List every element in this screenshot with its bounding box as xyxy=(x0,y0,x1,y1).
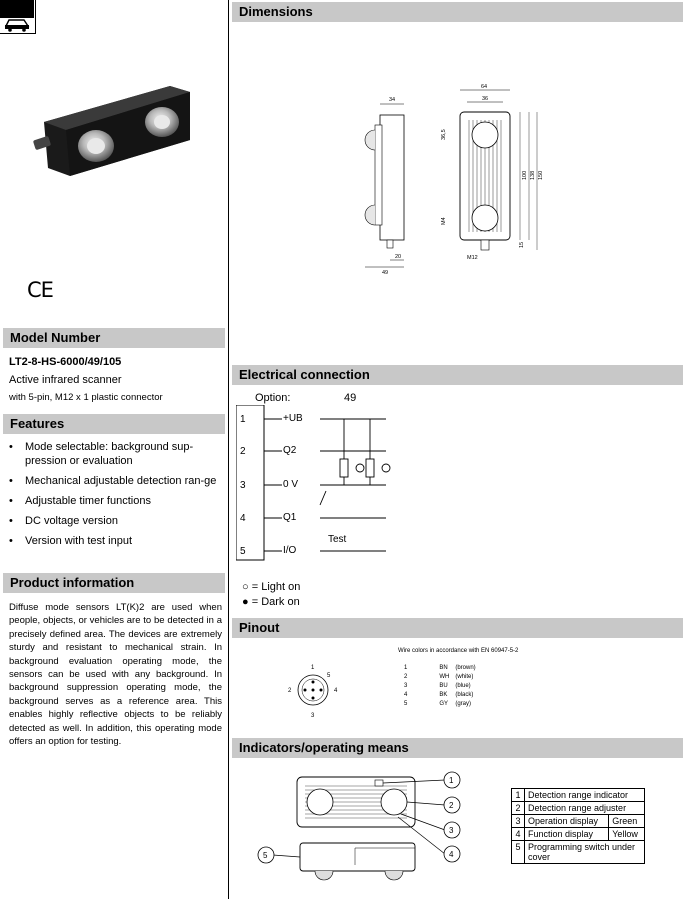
legend-light-on-label: = Light on xyxy=(251,581,301,593)
callout-3: 3 xyxy=(449,826,454,835)
pin-number: 1 xyxy=(240,414,246,425)
callout-5: 5 xyxy=(263,851,268,860)
pin-number: 4 xyxy=(240,513,246,524)
connector-pinout-diagram: 1 2 3 4 5 xyxy=(288,665,338,719)
dim-36: 36 xyxy=(482,96,488,102)
feature-item: Adjustable timer functions xyxy=(9,494,224,508)
table-row: 2 Detection range adjuster xyxy=(511,801,645,815)
ce-mark: CE xyxy=(27,278,54,302)
callout-4: 4 xyxy=(449,850,454,859)
product-info-header: Product information xyxy=(3,573,225,593)
feature-item: Mode selectable: background sup-pression… xyxy=(9,440,224,468)
product-connector-description: with 5-pin, M12 x 1 plastic connector xyxy=(9,392,163,403)
indicators-table: 1 Detection range indicator 2 Detection … xyxy=(511,788,645,864)
model-number-header: Model Number xyxy=(3,328,225,348)
open-circle-icon: ○ xyxy=(242,581,249,593)
dim-100: 100 xyxy=(522,171,528,180)
callout-2: 2 xyxy=(449,801,454,810)
feature-item: DC voltage version xyxy=(9,514,224,528)
table-row: 5 Programming switch under cover xyxy=(511,840,645,864)
wire-colors-title: Wire colors in accordance with EN 60947-… xyxy=(398,648,519,654)
dim-m12: M12 xyxy=(467,255,478,261)
filled-circle-icon: ● xyxy=(242,596,249,608)
dim-49: 49 xyxy=(382,270,388,276)
table-row: 1 Detection range indicator xyxy=(511,788,645,802)
pinout-header: Pinout xyxy=(232,618,683,638)
dim-36-5: 36,5 xyxy=(441,129,447,140)
dim-20: 20 xyxy=(395,254,401,260)
features-header: Features xyxy=(3,414,225,434)
product-description: Active infrared scanner xyxy=(9,374,122,386)
model-number: LT2-8-HS-6000/49/105 xyxy=(9,356,122,368)
product-info-text: Diffuse mode sensors LT(K)2 are used whe… xyxy=(9,602,222,748)
indicators-header: Indicators/operating means xyxy=(232,738,683,758)
legend-dark-on-label: = Dark on xyxy=(251,596,300,608)
pinout-pin-3: 3 xyxy=(311,713,315,719)
dim-138: 138 xyxy=(530,171,536,180)
pin-number: 3 xyxy=(240,480,246,491)
electrical-connection-header: Electrical connection xyxy=(232,365,683,385)
pinout-pin-2: 2 xyxy=(288,688,292,694)
feature-item: Mechanical adjustable detection ran-ge xyxy=(9,474,224,488)
dim-64: 64 xyxy=(481,84,487,90)
dim-m4: M4 xyxy=(441,217,447,225)
test-label: Test xyxy=(328,534,347,545)
electrical-connection-diagram xyxy=(236,405,391,561)
product-image xyxy=(30,80,205,185)
pinout-pin-1: 1 xyxy=(311,665,315,671)
dim-150: 150 xyxy=(538,171,544,180)
option-label: Option: xyxy=(255,392,291,404)
table-row: 3 Operation display Green xyxy=(511,814,645,828)
pin-label: Q2 xyxy=(283,445,297,456)
pinout-pin-5: 5 xyxy=(327,673,331,679)
pin-number: 5 xyxy=(240,546,246,557)
indicators-drawing: 1 2 3 4 5 xyxy=(257,771,461,881)
pin-label: +UB xyxy=(283,413,303,424)
legend-light-on: ○ = Light on xyxy=(242,581,300,593)
callout-1: 1 xyxy=(449,776,454,785)
pin-label: 0 V xyxy=(283,479,299,490)
pin-label: Q1 xyxy=(283,512,297,523)
pinout-pin-4: 4 xyxy=(334,688,338,694)
column-divider xyxy=(228,0,229,899)
feature-item: Version with test input xyxy=(9,534,224,548)
table-row: 4 Function display Yellow xyxy=(511,827,645,841)
legend-dark-on: ● = Dark on xyxy=(242,596,300,608)
dimensions-header: Dimensions xyxy=(232,2,683,22)
pin-number: 2 xyxy=(240,446,246,457)
features-list: Mode selectable: background sup-pression… xyxy=(9,440,224,554)
option-value: 49 xyxy=(344,392,357,404)
pin-label: I/O xyxy=(283,545,297,556)
dim-15: 15 xyxy=(519,242,525,248)
dim-34: 34 xyxy=(389,97,395,103)
vehicle-logo-icon xyxy=(0,0,36,34)
dimensions-drawing: 34 49 20 64 36 36,5 M4 100 138 150 15 M1… xyxy=(364,84,544,276)
